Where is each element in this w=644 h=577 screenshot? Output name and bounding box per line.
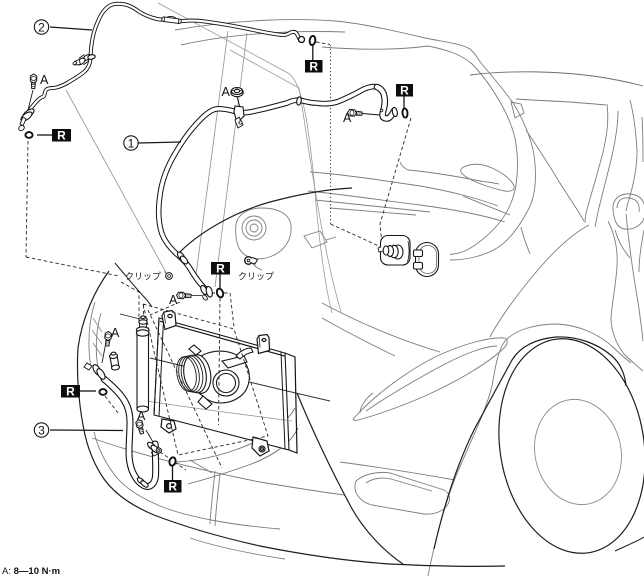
svg-text:R: R [309,60,318,74]
svg-text:R: R [66,385,75,399]
svg-text:R: R [216,262,225,276]
svg-text:R: R [57,129,66,143]
svg-text:A: A [137,409,146,423]
svg-text:A: A [169,293,178,307]
svg-text:R: R [168,480,177,494]
svg-text:クリップ: クリップ [238,272,274,282]
svg-text:3: 3 [38,423,45,437]
svg-text:R: R [400,84,409,98]
svg-text:A: A [40,73,49,87]
svg-text:A: A [111,326,120,340]
svg-text:A: A [222,85,231,99]
svg-text:2: 2 [38,20,45,34]
svg-text:A: 8—10 N·m: A: 8—10 N·m [2,566,60,577]
svg-text:クリップ: クリップ [125,272,161,282]
svg-text:A: A [343,111,352,125]
svg-text:1: 1 [128,136,135,150]
